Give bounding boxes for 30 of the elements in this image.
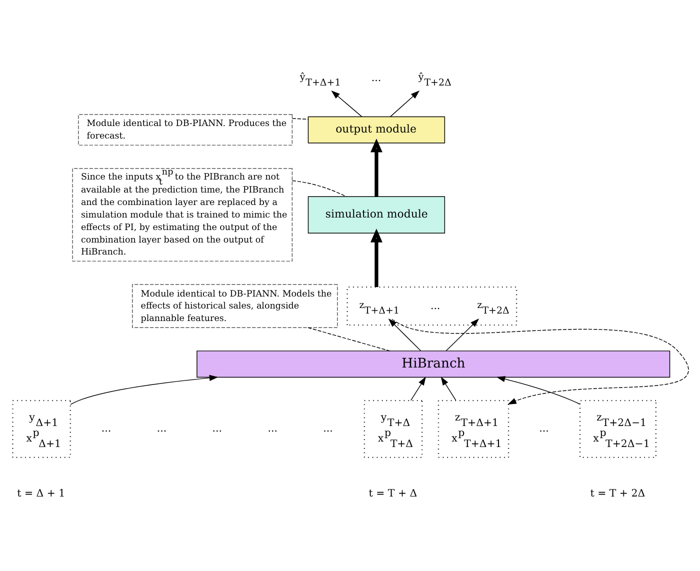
arrow: [388, 318, 422, 351]
label: ...: [101, 423, 112, 434]
label: t = T + Δ: [368, 488, 418, 500]
arrow: [70, 374, 218, 404]
arrow: [390, 90, 420, 117]
node-box: output module: [308, 116, 446, 143]
label: ...: [268, 423, 278, 434]
label: ...: [212, 423, 222, 434]
arrow: [370, 138, 382, 196]
connector: [292, 118, 308, 120]
arrow: [496, 376, 580, 404]
label: t = Δ + 1: [17, 488, 66, 500]
label: ...: [156, 423, 167, 434]
node-box: HiBranch: [196, 350, 670, 378]
label: t = T + 2Δ: [590, 488, 646, 500]
arrow: [392, 318, 689, 404]
label: ...: [539, 423, 549, 434]
node-box: simulation module: [308, 196, 446, 233]
connector: [308, 326, 390, 351]
node-box: Module identical to DB-PIANN. Produces the forecast.: [78, 114, 293, 146]
arrow: [370, 228, 382, 287]
label: ...: [371, 72, 382, 84]
arrow: [410, 376, 426, 400]
label: ...: [323, 423, 333, 434]
connector: [292, 180, 347, 196]
arrow: [331, 90, 362, 117]
arrow: [446, 318, 480, 351]
node-box: Module identical to DB-PIANN. Models the effects of historical sales, alongside plannable features.: [132, 284, 338, 328]
arrow: [440, 376, 456, 400]
label: ...: [430, 300, 440, 312]
